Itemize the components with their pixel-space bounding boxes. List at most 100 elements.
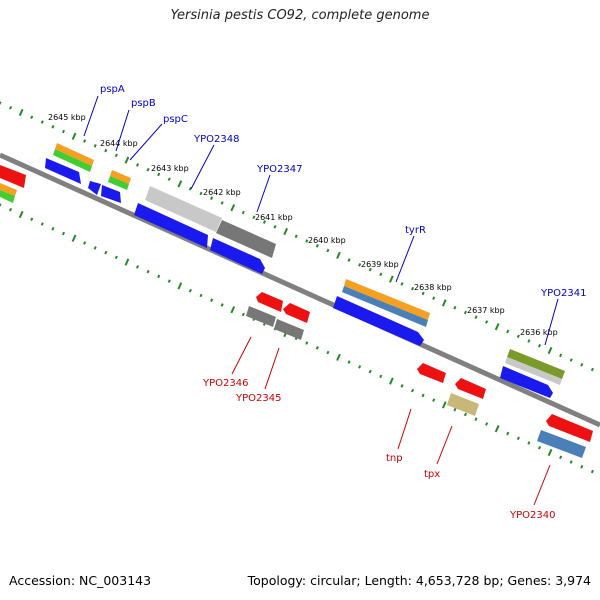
minor-tick <box>83 139 87 143</box>
major-tick <box>71 234 77 242</box>
leader-line-YPO2346 <box>231 336 252 375</box>
minor-tick <box>220 303 224 307</box>
feature-gene-YPO2341[interactable] <box>507 349 565 379</box>
minor-tick <box>474 315 478 319</box>
minor-tick <box>305 341 309 345</box>
minor-tick <box>559 455 563 460</box>
feature-mrna-tyrR[interactable] <box>342 286 428 327</box>
leader-line-YPO2340 <box>533 464 551 506</box>
feature-partial-red-left[interactable] <box>0 165 26 188</box>
minor-tick <box>146 167 150 172</box>
feature-gene-YPO2348[interactable] <box>145 186 222 232</box>
major-tick <box>177 282 183 290</box>
gene-label-pspB[interactable]: pspB <box>131 98 156 109</box>
minor-tick <box>114 153 118 158</box>
feature-gene-pspC-orange[interactable] <box>110 170 131 184</box>
minor-tick <box>537 445 542 450</box>
map-title: Yersinia pestis CO92, complete genome <box>170 8 430 23</box>
gene-label-YPO2348[interactable]: YPO2348 <box>193 134 239 145</box>
minor-tick <box>506 329 510 334</box>
minor-tick <box>421 291 425 296</box>
minor-tick <box>61 129 66 134</box>
minor-tick <box>400 282 404 286</box>
minor-tick <box>0 101 2 105</box>
gene-label-YPO2347[interactable]: YPO2347 <box>256 164 302 175</box>
feature-cds-YPO2345[interactable] <box>283 303 310 323</box>
minor-tick <box>93 144 97 148</box>
gene-label-YPO2345[interactable]: YPO2345 <box>235 393 281 404</box>
minor-tick <box>51 227 55 231</box>
feature-mrna-YPO2341[interactable] <box>505 357 562 385</box>
minor-tick <box>326 350 330 355</box>
reverse-features <box>246 292 593 458</box>
feature-gene-YPO2345[interactable] <box>274 319 304 340</box>
gene-label-tyrR[interactable]: tyrR <box>405 225 426 236</box>
feature-cds-pspB[interactable] <box>88 181 101 195</box>
minor-tick <box>93 246 97 250</box>
major-tick <box>494 425 500 433</box>
feature-gene-YPO2347[interactable] <box>216 220 276 258</box>
major-tick <box>124 258 130 266</box>
leader-line-YPO2347 <box>256 174 271 213</box>
minor-tick <box>516 334 520 339</box>
feature-cds-YPO2340[interactable] <box>546 414 593 442</box>
gene-label-tpx[interactable]: tpx <box>424 469 440 480</box>
ruler-label: 2637 kbp <box>467 306 505 315</box>
ruler-label: 2643 kbp <box>151 164 189 173</box>
gene-label-YPO2340[interactable]: YPO2340 <box>509 510 555 521</box>
minor-tick <box>262 220 267 224</box>
minor-tick <box>30 217 34 222</box>
minor-tick <box>463 412 468 417</box>
ruler-label: 2636 kbp <box>520 328 558 337</box>
minor-tick <box>9 207 13 212</box>
minor-tick <box>157 172 161 177</box>
feature-cds-pspA[interactable] <box>45 158 81 184</box>
feature-mrna-pspC-green[interactable] <box>108 176 129 190</box>
minor-tick <box>347 258 351 262</box>
ruler-label: 2639 kbp <box>361 260 399 269</box>
feature-cds-YPO2348[interactable] <box>134 203 208 248</box>
feature-partial-orange-left[interactable] <box>0 183 17 196</box>
feature-cds-YPO2346[interactable] <box>256 292 283 312</box>
minor-tick <box>432 296 436 300</box>
feature-gene-YPO2346[interactable] <box>246 306 276 327</box>
feature-gene-tpx[interactable] <box>447 393 479 416</box>
minor-tick <box>9 105 13 110</box>
major-tick <box>494 323 500 331</box>
minor-tick <box>104 148 108 153</box>
minor-tick <box>167 177 171 181</box>
major-tick <box>336 353 341 361</box>
feature-partial-green-left[interactable] <box>0 190 15 203</box>
minor-tick <box>252 215 256 220</box>
major-tick <box>18 210 24 219</box>
leader-line-tnp <box>397 408 412 450</box>
major-tick <box>71 132 77 140</box>
feature-cds-tpx[interactable] <box>455 378 486 399</box>
feature-gene-YPO2340[interactable] <box>537 430 586 458</box>
gene-label-pspA[interactable]: pspA <box>100 84 125 95</box>
minor-tick <box>368 267 372 272</box>
feature-cds-YPO2341[interactable] <box>500 366 553 398</box>
ruler-labels: 2645 kbp 2644 kbp 2643 kbp 2642 kbp 2641… <box>48 113 558 337</box>
minor-tick <box>51 125 55 129</box>
ruler-label: 2642 kbp <box>203 188 241 197</box>
major-tick <box>230 306 236 314</box>
feature-cds-YPO2347[interactable] <box>210 238 265 274</box>
feature-cds-tnp[interactable] <box>417 363 446 383</box>
minor-tick <box>135 265 140 269</box>
minor-tick <box>463 310 468 315</box>
minor-tick <box>379 374 383 379</box>
major-tick <box>124 156 130 164</box>
gene-label-YPO2346[interactable]: YPO2346 <box>202 378 248 389</box>
feature-cds-tyrR[interactable] <box>333 296 424 346</box>
gene-label-pspC[interactable]: pspC <box>163 114 188 125</box>
minor-tick <box>580 465 584 469</box>
gene-label-tnp[interactable]: tnp <box>386 453 403 464</box>
minor-tick <box>347 360 351 364</box>
gene-label-YPO2341[interactable]: YPO2341 <box>540 288 586 299</box>
feature-mrna-pspA-green[interactable] <box>53 149 92 172</box>
feature-gene-tyrR[interactable] <box>344 279 430 320</box>
feature-gene-pspA-orange[interactable] <box>55 143 94 166</box>
feature-cds-pspC[interactable] <box>101 185 121 203</box>
